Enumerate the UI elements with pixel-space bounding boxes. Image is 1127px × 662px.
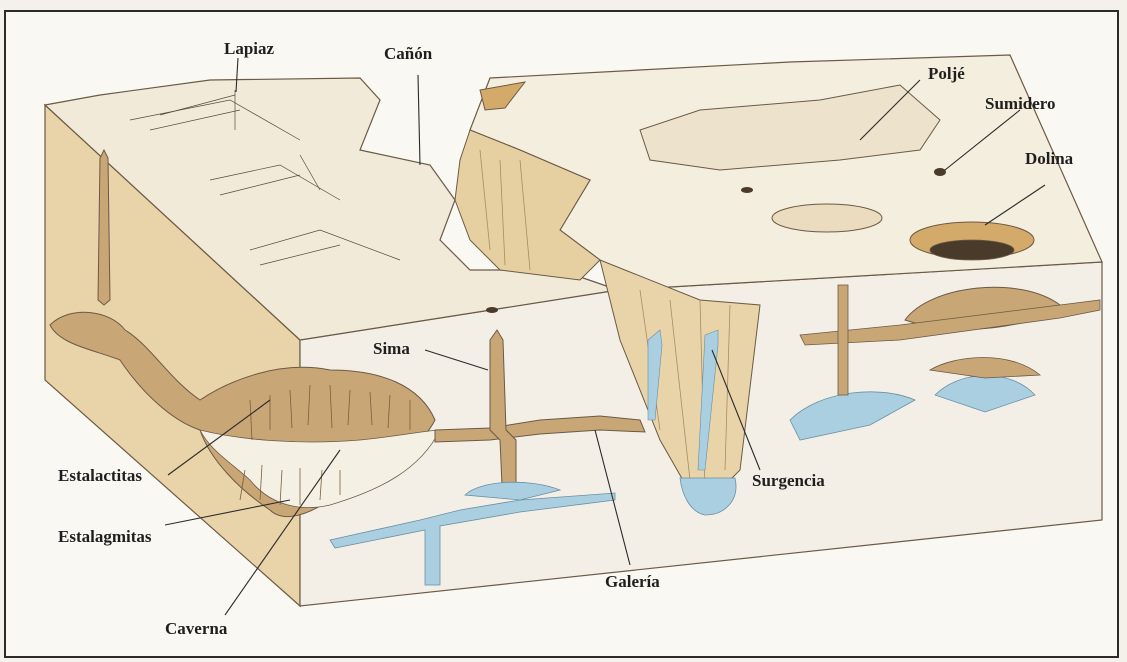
label-dolina: Dolina <box>1025 150 1073 167</box>
label-galeria: Galería <box>605 573 660 590</box>
sink-crater-small <box>772 204 882 232</box>
sumidero-hole <box>934 168 946 176</box>
left-shaft <box>98 150 110 305</box>
label-sumidero: Sumidero <box>985 95 1056 112</box>
label-lapiaz: Lapiaz <box>224 40 274 57</box>
label-canon: Cañón <box>384 45 432 62</box>
label-estalagmitas: Estalagmitas <box>58 528 152 545</box>
surface-hole-2 <box>486 307 498 313</box>
label-caverna: Caverna <box>165 620 227 637</box>
surface-hole <box>741 187 753 193</box>
label-sima: Sima <box>373 340 410 357</box>
right-shaft <box>838 285 848 395</box>
label-polje: Poljé <box>928 65 965 82</box>
label-estalactitas: Estalactitas <box>58 467 142 484</box>
dolina-crater-inner <box>930 240 1014 260</box>
label-surgencia: Surgencia <box>752 472 825 489</box>
